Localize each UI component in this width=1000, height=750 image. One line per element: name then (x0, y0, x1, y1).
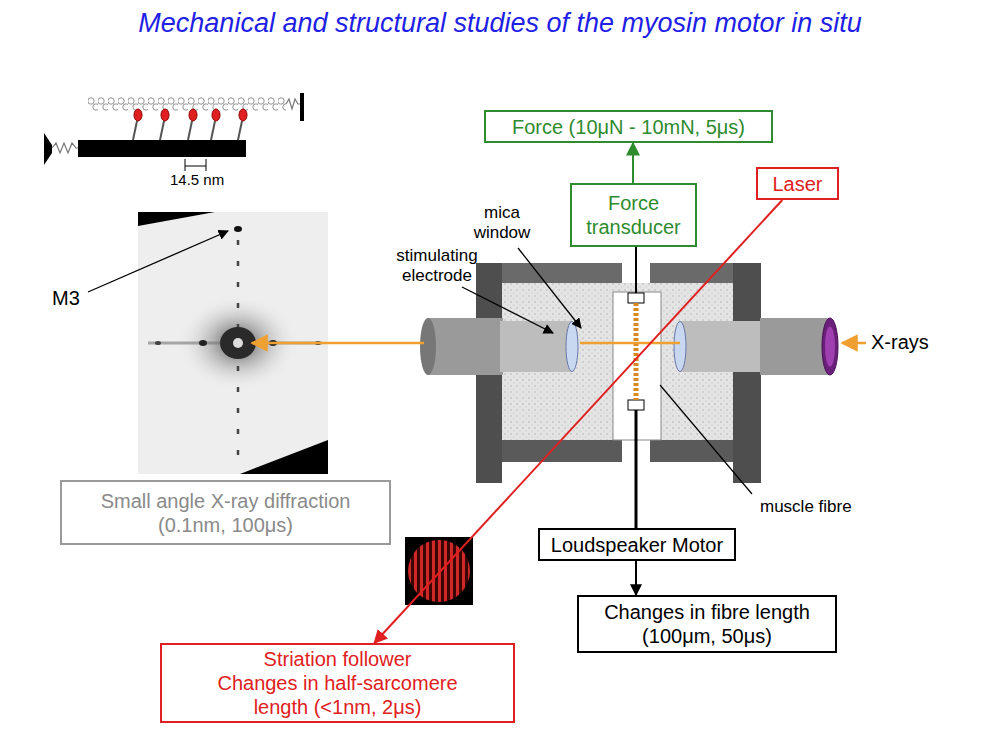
device-box: Force transducer (570, 183, 697, 247)
leader-arrow (518, 248, 581, 328)
xray-beam (580, 342, 680, 345)
part-label: mica window (462, 203, 542, 242)
filament-end (300, 93, 304, 121)
method-box: Striation followerChanges in half-sarcom… (160, 643, 515, 723)
myosin-lever (188, 121, 192, 140)
xray-entrance (825, 327, 835, 367)
output-box: Force (10μN - 10mN, 5μs) (484, 110, 773, 143)
cylinder (428, 318, 503, 375)
output-box: Changes in fibre length (100μm, 50μs) (577, 595, 837, 653)
source-box: Laser (756, 167, 839, 200)
leader-arrow (88, 231, 228, 292)
end-plate (733, 263, 761, 483)
window-sleeve (500, 321, 572, 372)
part-label: stimulating electrode (385, 246, 489, 285)
myosin-lever (238, 121, 242, 140)
xray-beam (252, 342, 424, 345)
frame-bar (502, 440, 733, 462)
dimension-line (185, 159, 206, 171)
cylinder-end (420, 318, 436, 375)
spring (286, 99, 300, 109)
part-label: muscle fibre (760, 497, 852, 517)
box-text: Force transducer (577, 191, 690, 239)
window-sleeve (680, 321, 762, 372)
striation-pattern (408, 540, 470, 602)
transducer-rod (635, 247, 637, 295)
device-box: Loudspeaker Motor (538, 528, 736, 561)
method-box: Small angle X-ray diffraction (0.1nm, 10… (60, 480, 391, 545)
image-corner (138, 212, 215, 226)
myosin-head (161, 109, 169, 121)
xray-beam (842, 342, 866, 345)
myosin-head (212, 109, 220, 121)
connector-arrow (632, 143, 634, 183)
mica-window (566, 322, 578, 372)
reflection-label: M3 (52, 287, 80, 310)
cylinder (760, 318, 830, 375)
myosin-lever (160, 121, 164, 140)
box-text: Loudspeaker Motor (551, 533, 723, 557)
box-text: Changes in fibre length (100μm, 50μs) (584, 600, 830, 648)
beam-stop (233, 338, 243, 348)
frame-bar (502, 263, 733, 283)
box-text: Striation follower (264, 647, 412, 671)
beam-label: X-rays (871, 331, 929, 354)
motor-rod (635, 408, 638, 528)
leader-arrow (462, 287, 553, 333)
myosin-head (134, 109, 142, 121)
filament-end (44, 133, 52, 165)
equatorial-spot (155, 341, 161, 345)
box-text: Force (10μN - 10mN, 5μs) (512, 115, 745, 139)
connector-arrow (374, 200, 782, 643)
dimension-label: 14.5 nm (170, 171, 224, 188)
myosin-lever (211, 121, 215, 140)
leader-line (660, 385, 752, 494)
equatorial-spot (199, 340, 207, 346)
fibre-clip (628, 400, 644, 410)
xray-entrance (822, 318, 838, 375)
box-text: Small angle X-ray diffraction (0.1nm, 10… (67, 489, 384, 537)
actin-filament (88, 97, 286, 111)
mica-window (674, 322, 686, 372)
image-corner (240, 440, 328, 474)
box-text: Laser (772, 172, 822, 196)
box-detail: Changes in half-sarcomere length (<1nm, … (193, 671, 483, 719)
myosin-lever (133, 121, 137, 140)
title: Mechanical and structural studies of the… (0, 8, 1000, 39)
muscle-fibre (634, 303, 639, 400)
spring (52, 143, 78, 153)
connector-arrow (635, 561, 637, 595)
m3-reflection (234, 226, 242, 232)
fibre-clip (628, 293, 644, 303)
thick-filament (78, 140, 246, 157)
speckle-frame (405, 537, 473, 605)
myosin-head (239, 109, 247, 121)
myosin-head (189, 109, 197, 121)
beam-centre (220, 327, 256, 359)
